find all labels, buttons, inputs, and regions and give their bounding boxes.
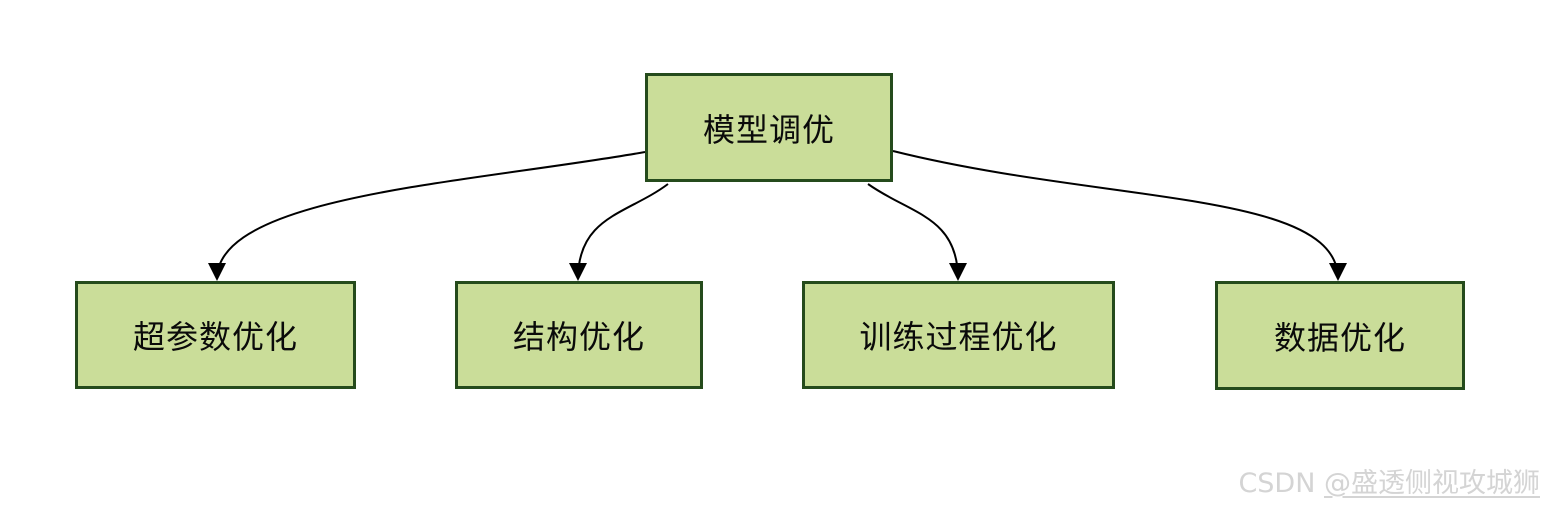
edge-root-to-training-process	[867, 183, 967, 281]
watermark: CSDN @盛透侧视攻城狮	[1238, 461, 1540, 500]
watermark-prefix: CSDN	[1238, 468, 1324, 499]
watermark-username: @盛透侧视攻城狮	[1324, 468, 1540, 499]
node-data-optimization: 数据优化	[1215, 281, 1465, 390]
node-data-optimization-label: 数据优化	[1273, 318, 1406, 357]
node-structure-optimization: 结构优化	[455, 281, 703, 389]
node-structure-optimization-label: 结构优化	[512, 318, 645, 356]
node-model-tuning: 模型调优	[645, 73, 893, 182]
node-training-process-optimization: 训练过程优化	[802, 281, 1115, 389]
edge-root-to-hyperparameter	[208, 151, 646, 281]
node-hyperparameter-optimization: 超参数优化	[75, 281, 356, 389]
node-hyperparameter-optimization-label: 超参数优化	[132, 318, 298, 356]
edge-root-to-data	[892, 150, 1347, 281]
node-training-process-optimization-label: 训练过程优化	[859, 318, 1058, 356]
edge-root-to-structure	[569, 183, 669, 281]
node-model-tuning-label: 模型调优	[702, 110, 835, 149]
